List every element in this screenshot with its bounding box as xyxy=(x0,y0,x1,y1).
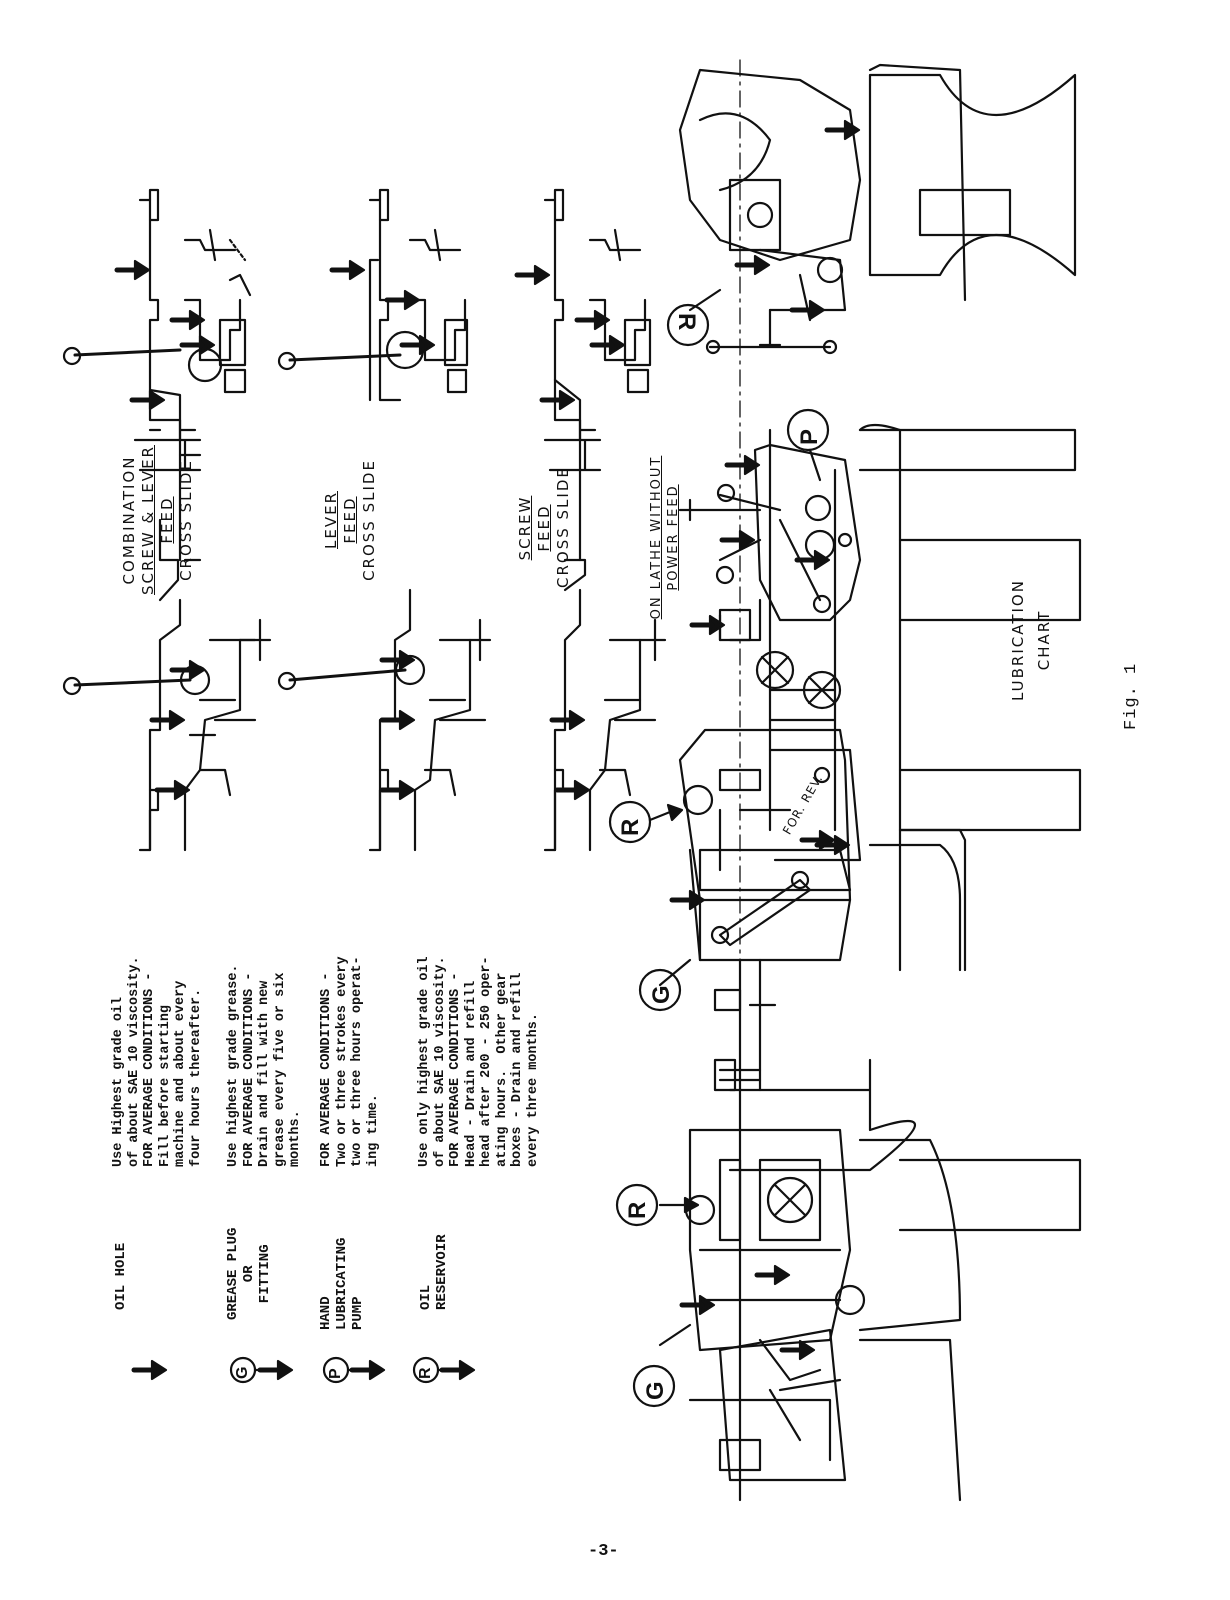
callout-p: P xyxy=(796,428,823,445)
reservoir-symbol xyxy=(412,1356,474,1384)
cross-slide-combination-drawing xyxy=(62,188,272,852)
grease-symbol xyxy=(229,1356,292,1384)
callout-r-lower: R xyxy=(624,1201,651,1219)
legend-text-grease: Use highest grade grease. FOR AVERAGE CO… xyxy=(226,964,303,1167)
lathe-side-view xyxy=(672,59,1082,1502)
label-screw-slide: SCREW FEED CROSS SLIDE xyxy=(516,466,573,588)
callout-circles xyxy=(608,303,830,1408)
legend-symbol-p: P xyxy=(327,1368,344,1379)
cross-slide-lever-drawing xyxy=(277,188,492,852)
without-power-line1: ON LATHE WITHOUT xyxy=(649,455,664,620)
lever-line3: CROSS SLIDE xyxy=(360,459,378,581)
page-number: -3- xyxy=(588,1542,619,1561)
oil-hole-symbol xyxy=(134,1361,166,1379)
figure-label: Fig. 1 xyxy=(1122,662,1141,730)
combination-line4: CROSS SLIDE xyxy=(177,459,195,581)
without-power-line2: POWER FEED xyxy=(666,484,681,591)
callout-r-tailstock: R xyxy=(673,313,700,331)
screw-line3: CROSS SLIDE xyxy=(554,466,572,588)
legend-label-pump: HAND LUBRICATING PUMP xyxy=(318,1237,366,1330)
chart-title-line1: LUBRICATION xyxy=(1009,579,1027,701)
legend-text-pump: FOR AVERAGE CONDITIONS - Two or three st… xyxy=(319,956,381,1167)
label-combination-slide: COMBINATION SCREW & LEVER FEED CROSS SLI… xyxy=(120,445,196,595)
legend-text-oil-hole: Use Highest grade oil of about SAE 10 vi… xyxy=(111,956,204,1167)
callout-leaders xyxy=(648,288,822,1347)
callout-g-upper: G xyxy=(648,985,675,1004)
legend-label-oil-hole: OIL HOLE xyxy=(113,1242,129,1310)
legend-text-reservoir: Use only highest grade oil of about SAE … xyxy=(417,956,541,1167)
combination-line2: SCREW & LEVER xyxy=(139,445,157,595)
screw-line2: FEED xyxy=(535,504,553,552)
chart-title: LUBRICATION CHART xyxy=(1005,565,1057,715)
cross-slide-screw-drawing xyxy=(517,188,667,852)
legend-symbol-r: R xyxy=(417,1367,434,1379)
legend-symbol-g: G xyxy=(234,1366,251,1379)
chart-title-line2: CHART xyxy=(1035,609,1053,671)
pump-symbol xyxy=(322,1356,384,1384)
label-lever-slide: LEVER FEED CROSS SLIDE xyxy=(322,450,379,590)
screw-line1: SCREW xyxy=(516,495,534,561)
legend-label-grease: GREASE PLUG OR FITTING xyxy=(225,1227,273,1320)
lever-line2: FEED xyxy=(341,496,359,544)
callout-r-upper: R xyxy=(617,818,644,836)
legend-label-reservoir: OIL RESERVOIR xyxy=(418,1234,450,1310)
label-without-power-feed: ON LATHE WITHOUT POWER FEED xyxy=(648,455,682,620)
callout-g-lower: G xyxy=(642,1381,669,1400)
combination-line1: COMBINATION xyxy=(120,455,138,585)
combination-line3: FEED xyxy=(158,496,176,544)
lever-line1: LEVER xyxy=(322,491,340,549)
